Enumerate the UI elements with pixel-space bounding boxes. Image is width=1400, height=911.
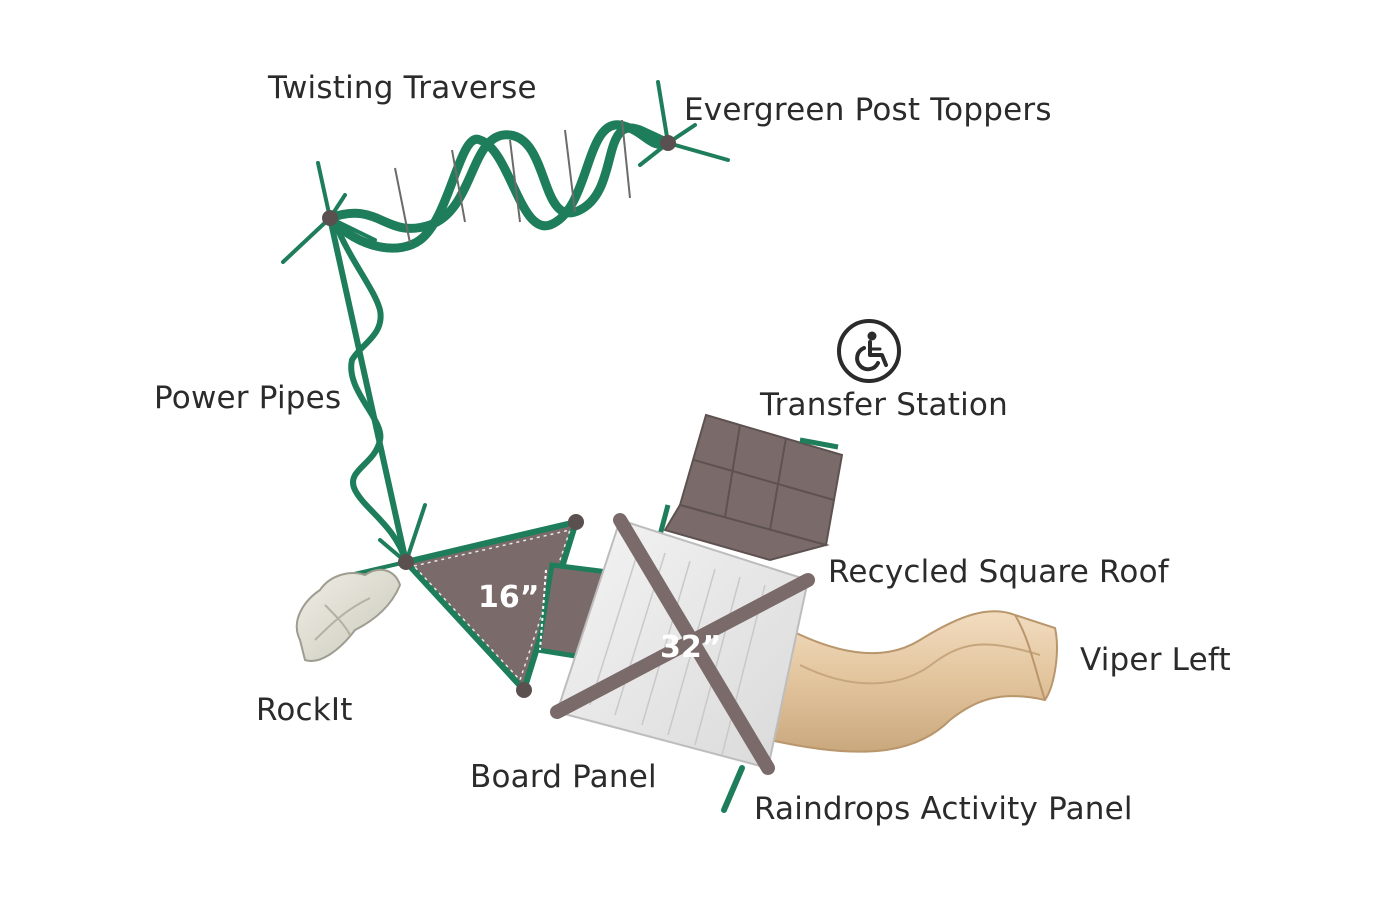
- recycled-square-roof: 32”: [550, 513, 815, 775]
- raindrops-activity-panel: [721, 765, 745, 813]
- post-caps: [322, 135, 676, 698]
- deck-height-16: 16”: [478, 580, 539, 615]
- deck-height-32: 32”: [660, 630, 721, 665]
- label-power-pipes: Power Pipes: [154, 380, 342, 416]
- label-viper-left: Viper Left: [1080, 642, 1231, 678]
- wheelchair-accessible-icon: [837, 319, 901, 383]
- label-rockit: RockIt: [256, 692, 353, 728]
- label-twisting-traverse: Twisting Traverse: [268, 70, 537, 106]
- power-pipes: [327, 215, 409, 565]
- evergreen-post-toppers: [281, 80, 730, 577]
- label-transfer-station: Transfer Station: [760, 387, 1008, 423]
- viper-left-slide: [768, 610, 1058, 753]
- transfer-station: [657, 413, 844, 562]
- rockit: [295, 568, 402, 662]
- label-recycled-square-roof: Recycled Square Roof: [828, 554, 1169, 590]
- label-raindrops-activity-panel: Raindrops Activity Panel: [754, 791, 1133, 827]
- label-board-panel: Board Panel: [470, 759, 657, 795]
- label-evergreen-post-toppers: Evergreen Post Toppers: [684, 92, 1052, 128]
- twisting-traverse: [325, 119, 673, 253]
